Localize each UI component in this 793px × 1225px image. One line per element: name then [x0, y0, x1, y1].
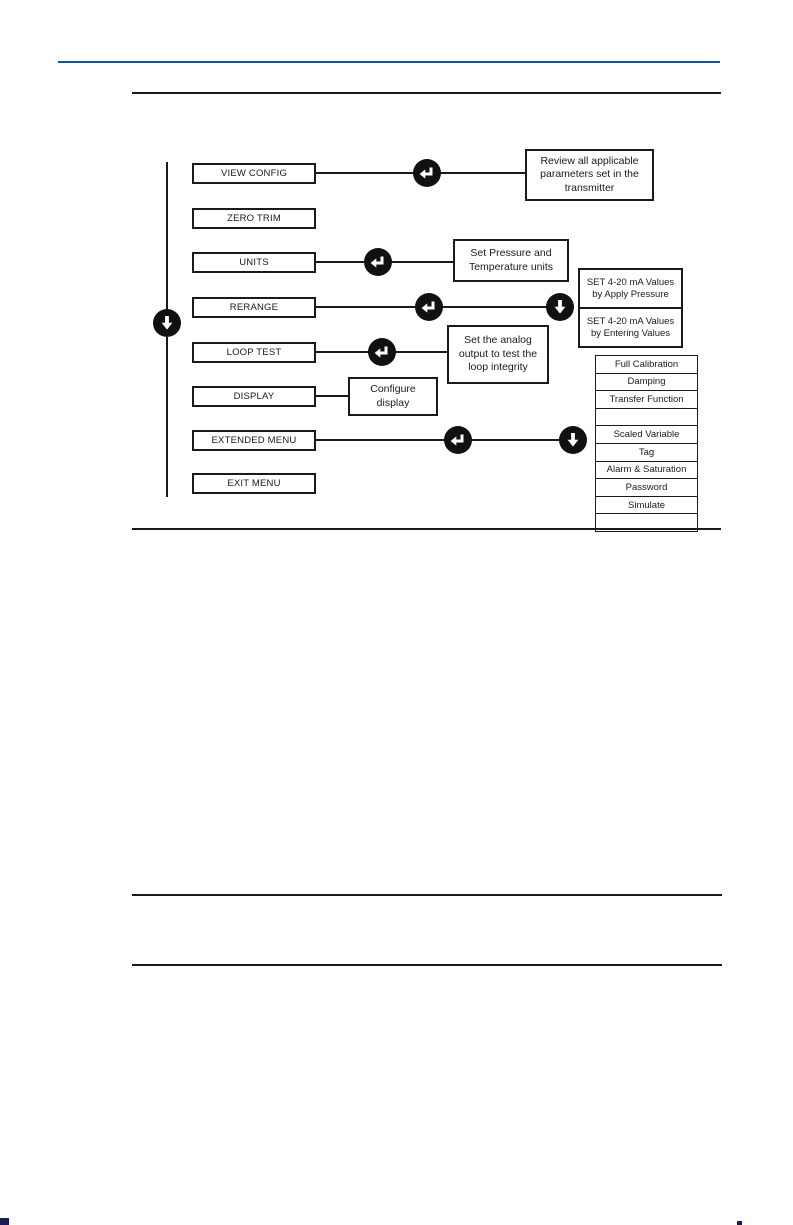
- flow-connector: [316, 172, 415, 174]
- menu-item-label: LOOP TEST: [226, 347, 282, 358]
- display-description-box: Configure display: [348, 377, 438, 416]
- enter-key-icon: [364, 248, 392, 276]
- menu-item-units: UNITS: [192, 252, 316, 273]
- page-corner-mark: [737, 1221, 742, 1225]
- extended-menu-item: [596, 513, 697, 531]
- section-rule-top: [132, 894, 722, 896]
- loop-test-description-box: Set the analog output to test the loop i…: [447, 325, 549, 384]
- flow-connector: [471, 439, 560, 441]
- flow-connector: [395, 351, 447, 353]
- flow-connector: [316, 306, 416, 308]
- flow-connector: [316, 351, 369, 353]
- menu-item-label: UNITS: [239, 257, 269, 268]
- flow-connector: [442, 306, 547, 308]
- rerange-option: SET 4-20 mA Values by Apply Pressure: [580, 270, 681, 307]
- menu-item-label: EXIT MENU: [227, 478, 281, 489]
- extended-menu-item: Alarm & Saturation: [596, 460, 697, 479]
- enter-key-icon: [415, 293, 443, 321]
- enter-key-icon: [444, 426, 472, 454]
- extended-menu-item: Scaled Variable: [596, 425, 697, 443]
- description-text: Configure display: [370, 383, 416, 409]
- menu-item-view-config: VIEW CONFIG: [192, 163, 316, 184]
- menu-item-exit-menu: EXIT MENU: [192, 473, 316, 494]
- menu-item-label: EXTENDED MENU: [211, 435, 297, 446]
- flow-connector: [316, 439, 445, 441]
- description-text: Set Pressure and Temperature units: [468, 247, 554, 273]
- figure-top-rule: [132, 92, 721, 94]
- menu-item-label: VIEW CONFIG: [220, 168, 288, 179]
- menu-item-extended-menu: EXTENDED MENU: [192, 430, 316, 451]
- units-description-box: Set Pressure and Temperature units: [453, 239, 569, 282]
- extended-menu-item: Password: [596, 478, 697, 496]
- flow-connector: [316, 395, 348, 397]
- extended-menu-item: Transfer Function: [596, 390, 697, 408]
- extended-menu-item: Damping: [596, 372, 697, 391]
- extended-menu-item: Simulate: [596, 495, 697, 514]
- description-text: Review all applicable parameters set in …: [540, 154, 639, 194]
- extended-menu-item: [596, 407, 697, 426]
- extended-menu-list: Full Calibration Damping Transfer Functi…: [595, 355, 698, 532]
- enter-key-icon: [413, 159, 441, 187]
- rerange-options-box: SET 4-20 mA Values by Apply Pressure SET…: [578, 268, 683, 348]
- section-rule-bottom: [132, 964, 722, 966]
- figure-bottom-rule: [132, 528, 721, 530]
- menu-item-label: DISPLAY: [233, 391, 275, 402]
- view-config-description-box: Review all applicable parameters set in …: [525, 149, 654, 201]
- menu-item-label: ZERO TRIM: [227, 213, 281, 224]
- menu-item-display: DISPLAY: [192, 386, 316, 407]
- flow-connector: [440, 172, 525, 174]
- flow-connector: [316, 261, 366, 263]
- menu-item-label: RERANGE: [229, 302, 279, 313]
- rerange-option: SET 4-20 mA Values by Entering Values: [580, 307, 681, 346]
- menu-item-rerange: RERANGE: [192, 297, 316, 318]
- page-corner-mark: [0, 1218, 9, 1225]
- description-text: Set the analog output to test the loop i…: [458, 334, 538, 374]
- flow-connector: [391, 261, 453, 263]
- header-accent-rule: [58, 61, 720, 63]
- menu-item-loop-test: LOOP TEST: [192, 342, 316, 363]
- description-text: SET 4-20 mA Values by Apply Pressure: [586, 276, 675, 300]
- enter-key-icon: [368, 338, 396, 366]
- down-arrow-icon: [546, 293, 574, 321]
- menu-item-zero-trim: ZERO TRIM: [192, 208, 316, 229]
- description-text: SET 4-20 mA Values by Entering Values: [586, 315, 675, 339]
- down-arrow-icon: [559, 426, 587, 454]
- extended-menu-item: Full Calibration: [614, 358, 679, 370]
- down-arrow-icon: [153, 309, 181, 337]
- extended-menu-item: Tag: [596, 442, 697, 461]
